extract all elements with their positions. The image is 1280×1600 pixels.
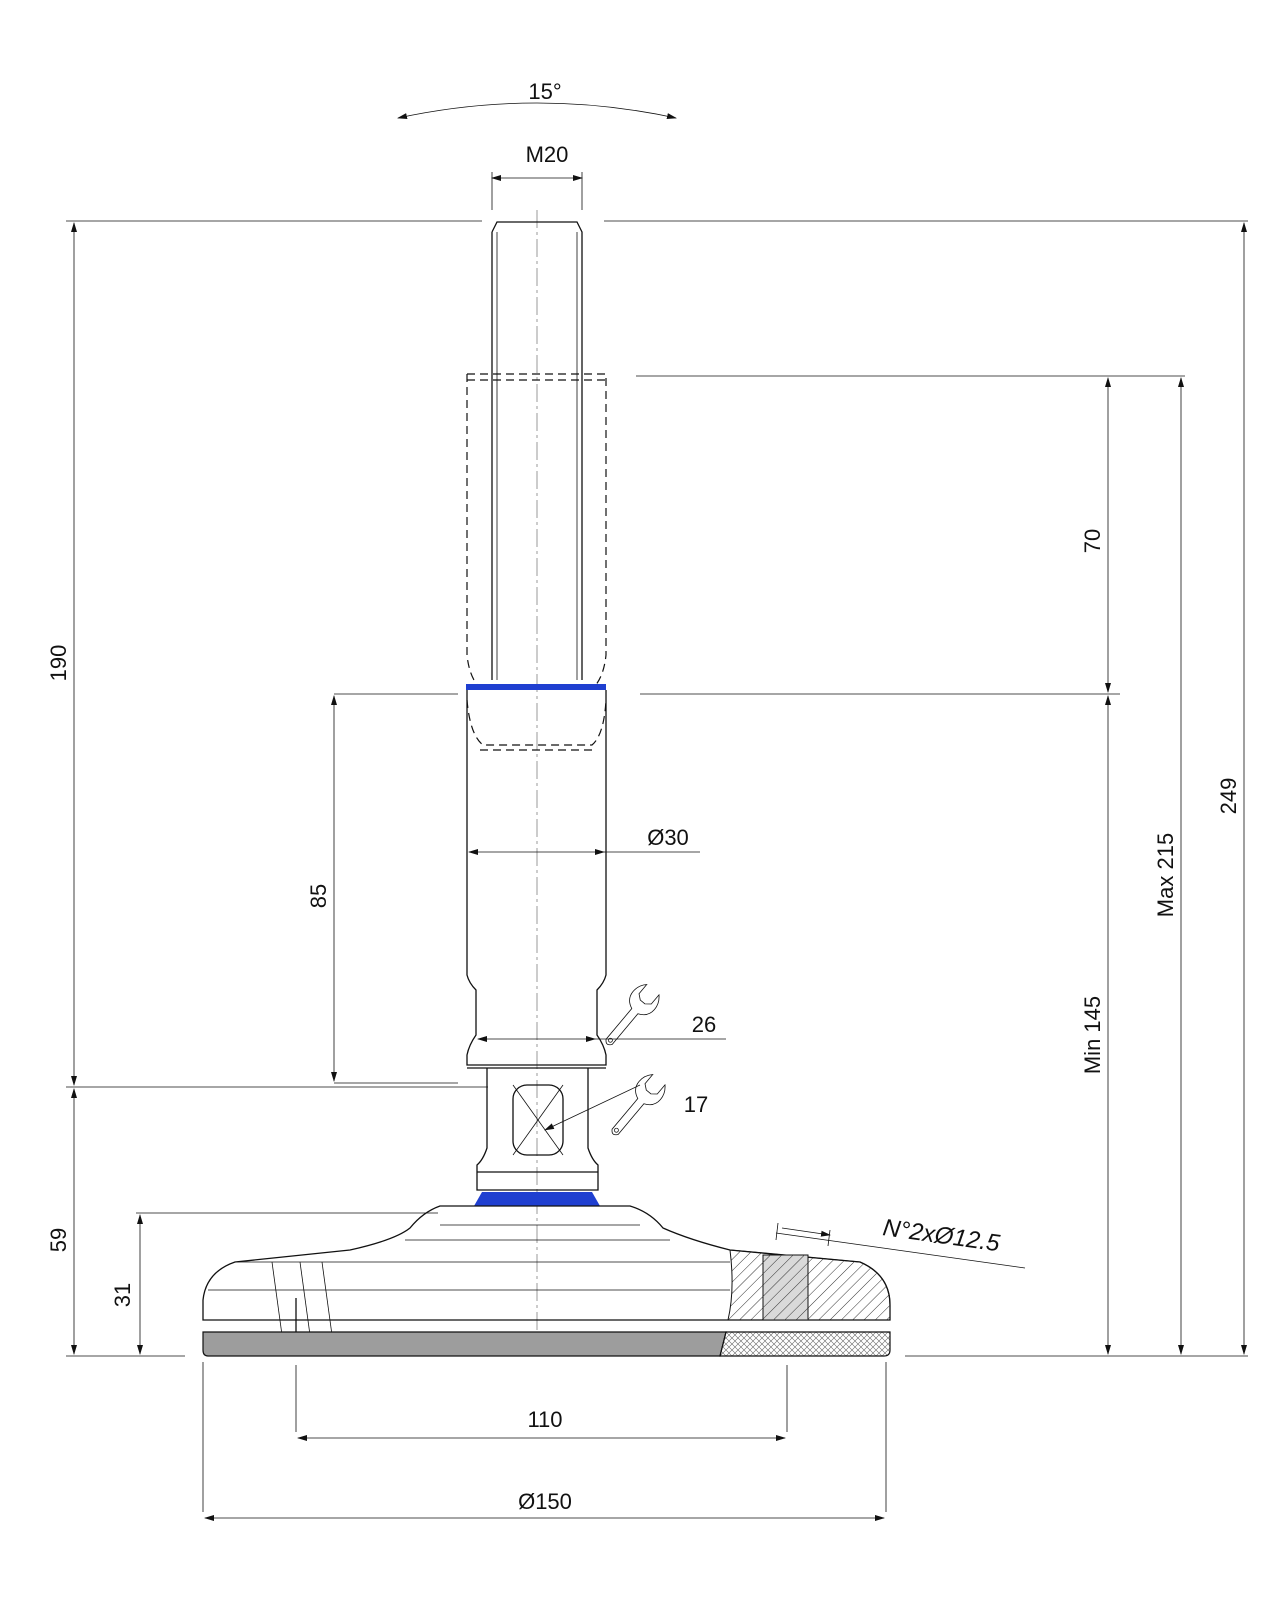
adjust-range-label: 70 xyxy=(1080,529,1105,553)
upper-accent-ring xyxy=(466,684,606,690)
tilt-angle-label: 15° xyxy=(528,79,561,104)
dimension-lines xyxy=(71,102,1247,1521)
hex-neck xyxy=(476,1068,599,1191)
wrench-upper-label: 26 xyxy=(692,1012,716,1037)
overall-height-label: 249 xyxy=(1216,778,1241,815)
stroke-height-label: 190 xyxy=(46,645,71,682)
wrench-icon xyxy=(611,1074,666,1136)
body-diameter-label: Ø30 xyxy=(647,825,689,850)
rubber-pad xyxy=(202,1331,891,1357)
pad-height-label: 31 xyxy=(110,1283,135,1307)
base-plate xyxy=(202,1205,891,1336)
extended-body-outline xyxy=(466,373,607,751)
extension-lines xyxy=(66,172,1248,1512)
hole-spacing-label: 110 xyxy=(527,1407,562,1432)
holes-label: N°2xØ12.5 xyxy=(881,1214,1002,1257)
min-height-label: Min 145 xyxy=(1080,996,1105,1074)
wrench-icon xyxy=(605,984,660,1046)
leveling-body xyxy=(466,690,607,1069)
base-height-label: 59 xyxy=(46,1228,71,1252)
base-diameter-label: Ø150 xyxy=(518,1489,572,1514)
threaded-stud xyxy=(491,221,583,680)
lower-accent-ring xyxy=(474,1192,600,1206)
wrench-lower-label: 17 xyxy=(684,1092,708,1117)
max-height-label: Max 215 xyxy=(1153,833,1178,917)
thread-label: M20 xyxy=(526,142,569,167)
body-height-label: 85 xyxy=(306,884,331,908)
